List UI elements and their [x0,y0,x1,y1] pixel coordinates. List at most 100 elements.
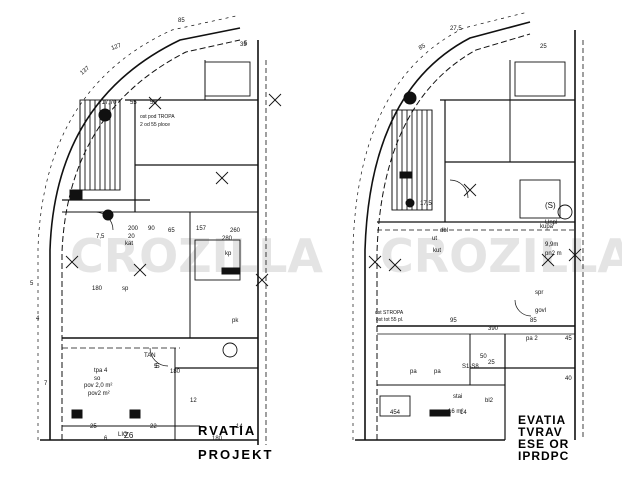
right-window-mark [541,253,555,267]
right-title-line: EVATIA [518,413,566,427]
right-title-line: ESE OR [518,437,569,451]
left-dim-label: TAN [144,353,156,359]
left-dim-label: 157 [196,226,207,232]
left-dim-label: 20 [128,234,135,240]
left-dim-label: 5 [30,281,34,287]
left-dim-label: 260 [230,228,241,234]
right-note-label: kupa [540,224,554,230]
right-dim-label: 85 [530,318,537,324]
right-dim-label: 17,5 [420,201,432,207]
left-staircase [79,99,121,191]
left-dim-label: 5 [244,41,248,47]
right-window-mark [463,183,477,197]
left-window-mark [133,263,147,277]
left-dim-label: 200 [128,226,139,232]
right-note-label: pa [410,369,417,375]
right-curved-wall-inner [376,33,531,440]
left-note-label: pov 2,0 m² [84,383,112,389]
right-note-label: dbl [440,228,448,234]
right-window-marks [368,183,582,272]
left-note-label: kp [225,251,232,257]
left-window-marks [65,93,282,287]
left-note-label: LIG [118,432,128,438]
right-dim-label: 50 [480,354,487,360]
left-dim-label: 22 [150,424,157,430]
right-note-label: pa 2 [526,336,538,342]
left-hatch-block-4 [129,409,141,419]
left-dim-label: 280 [222,236,233,242]
left-dim-label: 25 [90,424,97,430]
right-dim-label: 390 [488,326,499,332]
right-note-label: pn2 m [545,251,562,257]
right-note-label: stai [453,394,462,400]
left-note-label: so [94,376,101,382]
left-dim-label: 5 [154,364,158,370]
right-note-label: pa [434,369,441,375]
left-dim-label: 137 [79,65,91,76]
left-floor-plan [37,15,282,445]
left-sink [222,342,238,358]
left-dim-label: 4 [36,316,40,322]
left-plan-subtitle: PROJEKT [198,447,273,462]
left-window-mark [268,93,282,107]
left-dim-label: 7,5 [96,234,105,240]
left-window-mark [65,255,79,269]
left-note-label: pk [232,318,239,324]
left-door-swing-2 [149,347,169,367]
right-curved-wall [364,21,531,440]
right-bath-tub [519,179,561,219]
right-staircase [391,109,433,211]
right-dim-label: 25 [488,360,495,366]
left-note-label: sp [122,286,129,292]
right-dim-label: 95 [450,318,457,324]
right-dim-label: 14 [460,410,467,416]
right-stair-outline [391,109,433,211]
left-kitchen-counter [204,61,251,97]
left-bath-tub [194,239,241,281]
watermark-left: CROZILLA [70,229,323,283]
left-dim-label: 35 [240,42,247,48]
left-stair-outline [79,99,121,191]
left-dim-label: 180 [92,286,103,292]
right-note-label: (S) [545,201,556,210]
left-window-mark [255,273,269,287]
left-dim-label: 6 [104,436,108,442]
right-note-label: 16 m² [448,409,463,415]
watermark-right: CROZILLA [380,229,622,283]
left-note-label: 2 od 55 ploce [140,122,170,128]
right-note-label: kut [433,248,441,254]
right-dim-label: 85 [418,43,427,52]
right-title-line: TVRAV [518,425,563,439]
right-note-label: S1-S8 [462,364,479,370]
right-note-label: 9,9m [545,242,558,248]
right-door-swing-1 [449,179,469,199]
left-note-label: 180 [170,369,181,375]
left-dim-label: 127 [111,43,123,52]
right-title-line: IPRDPC [518,449,569,463]
left-curved-wall-outer [37,15,237,440]
right-note-label: ost STROPA [375,310,404,316]
right-note-label: ost tot 55 pl. [376,317,403,323]
left-window-mark [148,96,162,110]
right-window-mark [368,255,382,269]
right-dim-label: 40 [565,376,572,382]
left-dim-label: 55 [150,100,157,106]
right-note-label: ut [432,236,437,242]
right-window-mark [388,258,402,272]
right-note-label: bl2 [485,398,494,404]
right-window-mark [568,248,582,262]
left-note-label: pov2 m² [88,391,110,397]
right-bed [379,395,411,417]
right-note-label: govl [535,308,546,314]
left-note-label: S [155,363,160,370]
right-kitchen-counter [514,61,566,97]
left-note-label: ost pod TROPA [140,114,175,120]
right-floor-plan [352,11,584,441]
left-curved-wall-inner [61,39,241,440]
left-plan-title: RVATIA [198,423,256,438]
left-hatch-block-3 [71,409,83,419]
